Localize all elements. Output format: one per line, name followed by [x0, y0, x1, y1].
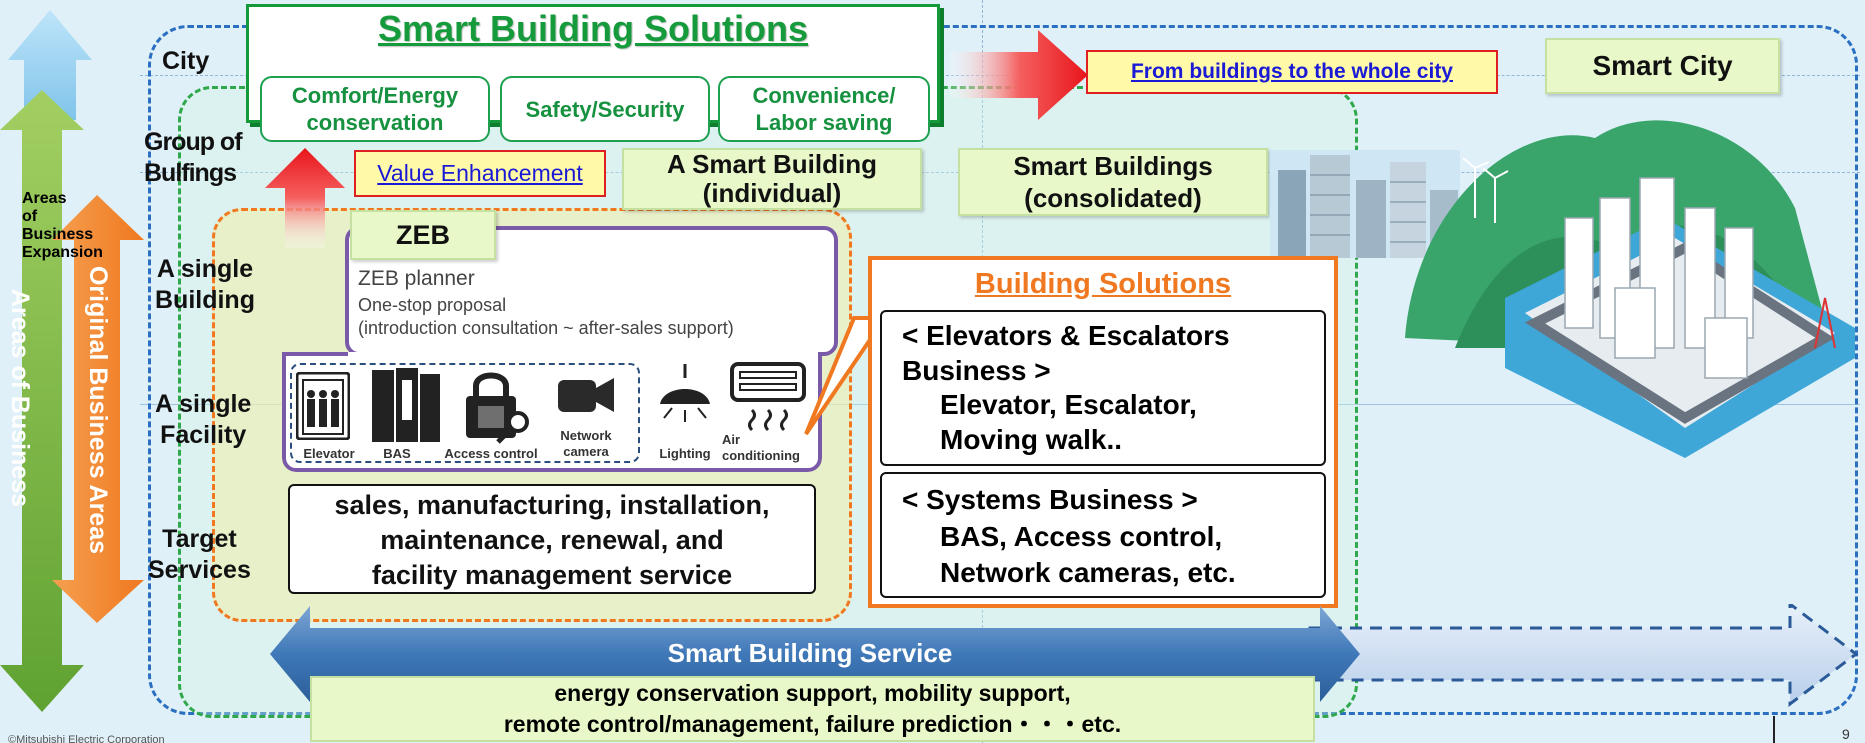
- facility-label-air-conditioning: Air conditioning: [722, 432, 800, 463]
- target-services-box: sales, manufacturing, installation, main…: [288, 484, 816, 594]
- elevator-icon: [296, 372, 350, 440]
- level-city: City: [162, 47, 210, 75]
- elevator-business-items: Elevator, Escalator, Moving walk..: [940, 389, 1197, 455]
- bas-icon: [372, 368, 440, 442]
- zeb-proposal-text: One-stop proposal: [358, 295, 507, 315]
- building-solutions-title: Building Solutions: [974, 268, 1232, 300]
- facility-label-lighting: Lighting: [659, 446, 711, 461]
- systems-dashed-group: [290, 363, 640, 463]
- level-single-building: A single Building: [155, 255, 255, 314]
- zeb-label: ZEB: [350, 210, 496, 260]
- original-business-areas-text: Original Business Areas: [84, 265, 112, 555]
- elevator-business-title: < Elevators & Escalators Business >: [902, 320, 1230, 386]
- smart-building-individual-label: A Smart Building (individual): [622, 148, 922, 210]
- copyright: ©Mitsubishi Electric Corporation: [8, 734, 165, 743]
- smart-buildings-consolidated-label: Smart Buildings (consolidated): [958, 148, 1268, 216]
- level-target-services: Target Services: [148, 525, 251, 584]
- facility-label-elevator: Elevator: [303, 446, 355, 461]
- zeb-proposal-detail: (introduction consultation ~ after-sales…: [358, 318, 734, 338]
- camera-icon: [558, 378, 614, 412]
- systems-business-box: [880, 472, 1326, 598]
- business-expansion-arrow: [0, 10, 92, 712]
- areas-business-expansion-text: Areas of Business Expansion: [6, 288, 34, 508]
- facility-label-bas: BAS: [383, 446, 411, 461]
- facility-label-network-camera: Network camera: [560, 428, 612, 459]
- facility-panel-top-left: [282, 352, 348, 356]
- value-up-arrow: [265, 148, 345, 248]
- pillar-convenience: Convenience/ Labor saving: [718, 76, 930, 142]
- lock-key-icon: [466, 372, 529, 444]
- pillar-safety-security: Safety/Security: [500, 76, 710, 142]
- expansion-right-arrow: [950, 30, 1088, 120]
- buildings-photo: [1270, 150, 1460, 258]
- smart-city-label: Smart City: [1545, 38, 1780, 94]
- pillar-comfort-energy: Comfort/Energy conservation: [260, 76, 490, 142]
- zeb-planner-text: ZEB planner: [358, 267, 475, 290]
- smart-building-service-details: energy conservation support, mobility su…: [310, 676, 1315, 742]
- level-single-facility: A single Facility: [155, 390, 252, 449]
- elevator-business-box: [880, 310, 1326, 466]
- from-buildings-to-city-link[interactable]: From buildings to the whole city: [1086, 50, 1498, 94]
- page-number-divider: [1773, 716, 1775, 743]
- facility-label-access-control: Access control: [444, 446, 538, 461]
- original-business-arrow: [52, 195, 144, 623]
- level-group-of-buildings: Group of Bulfings: [144, 128, 243, 187]
- systems-business-items: BAS, Access control, Network cameras, et…: [940, 521, 1236, 588]
- smart-building-solutions-title: Smart Building Solutions: [378, 8, 808, 49]
- smart-city-illustration: [1405, 120, 1855, 458]
- air-conditioner-icon: [730, 362, 806, 432]
- page-number: 9: [1842, 726, 1850, 742]
- smart-building-service-title: Smart Building Service: [667, 638, 953, 668]
- value-enhancement-link[interactable]: Value Enhancement: [354, 150, 606, 197]
- systems-business-title: < Systems Business >: [902, 484, 1198, 515]
- lamp-icon: [660, 364, 710, 422]
